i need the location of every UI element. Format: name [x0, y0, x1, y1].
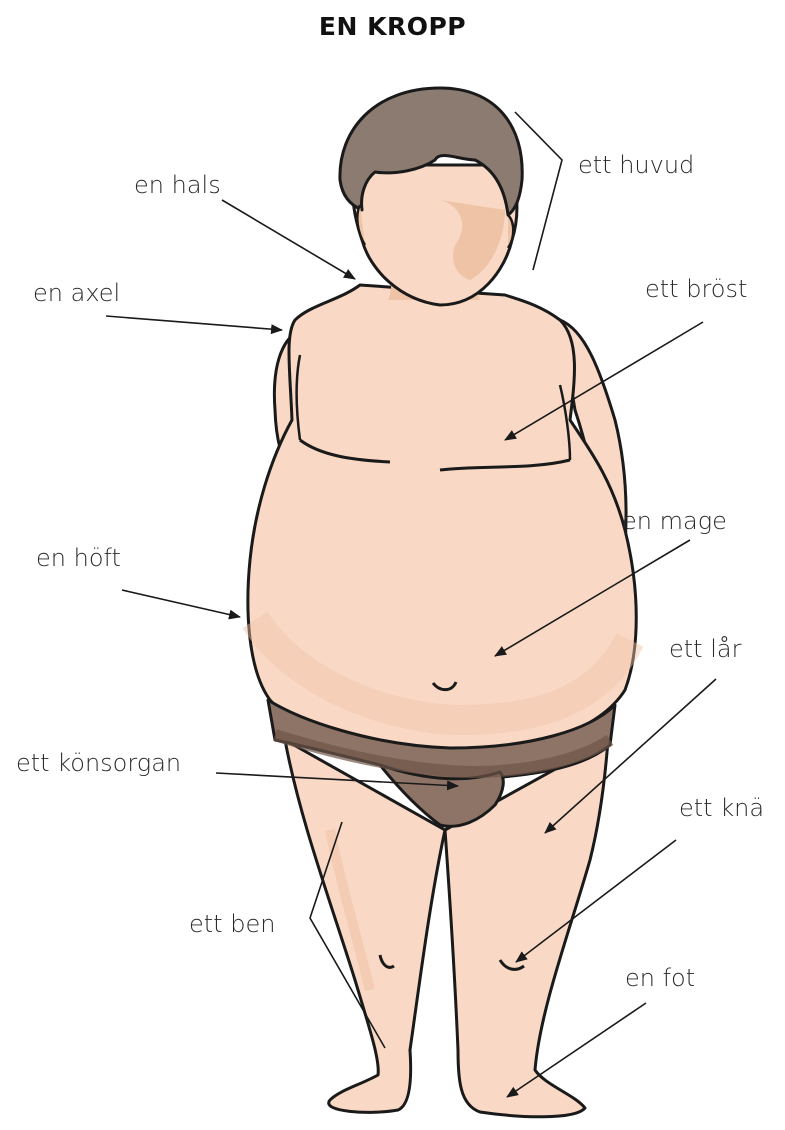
- label-brost: ett bröst: [645, 277, 747, 301]
- leader-axel: [106, 316, 282, 330]
- label-ben: ett ben: [189, 912, 275, 936]
- head: [340, 88, 522, 305]
- label-kna: ett knä: [679, 796, 764, 820]
- label-fot: en fot: [625, 966, 695, 990]
- label-hals: en hals: [134, 173, 221, 197]
- label-hoft: en höft: [36, 546, 121, 570]
- label-axel: en axel: [33, 281, 120, 305]
- leader-hoft: [122, 590, 240, 617]
- bracket-huvud: [515, 112, 562, 270]
- label-huvud: ett huvud: [578, 153, 694, 177]
- label-mage: en mage: [622, 509, 727, 533]
- label-konsorgan: ett könsorgan: [16, 751, 181, 775]
- label-lar: ett lår: [669, 637, 741, 661]
- leader-hals: [222, 200, 355, 279]
